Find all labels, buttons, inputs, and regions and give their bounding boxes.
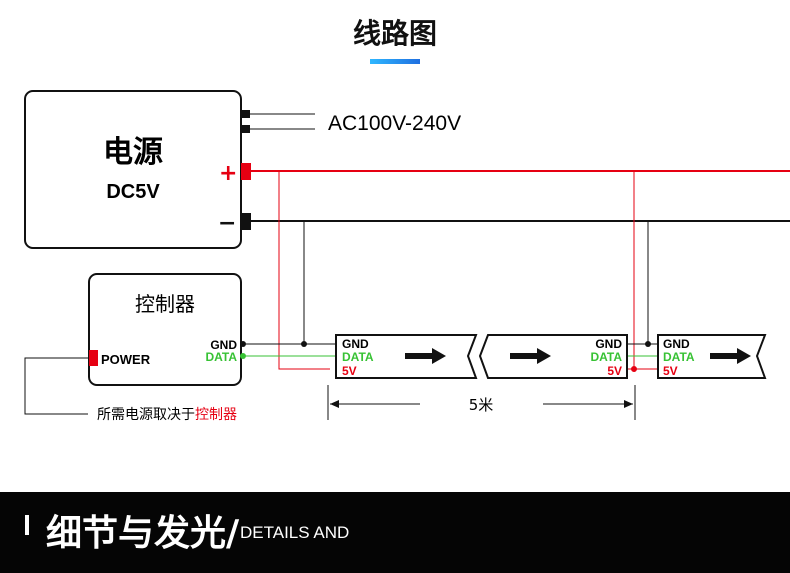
power-note: 所需电源取决于控制器 [97, 407, 237, 423]
controller-box [88, 273, 242, 386]
footer-title: 细节与发光/ [46, 513, 240, 554]
strip3-gnd-label: GND [663, 337, 690, 351]
power-supply-voltage: DC5V [106, 181, 160, 203]
minus-sign: − [218, 211, 236, 236]
controller-power-wire [24, 357, 89, 415]
plus-sign: + [219, 161, 237, 186]
minus-terminal [241, 213, 251, 230]
ac-terminal-2 [241, 125, 250, 133]
footer-banner: 细节与发光/ DETAILS AND [0, 492, 790, 573]
strip1-gnd-label: GND [342, 337, 369, 351]
controller-data-label: DATA [205, 350, 237, 364]
controller-gnd-label: GND [210, 338, 237, 352]
strip2-arrow-icon [510, 348, 551, 364]
page-title: 线路图 [352, 17, 437, 50]
strip1-data-label: DATA [342, 350, 374, 364]
strip1-arrow-icon [405, 348, 446, 364]
strip2-5v-label: 5V [607, 364, 622, 378]
dimension-arrow-left-icon [330, 400, 339, 408]
power-supply-label: 电源 [103, 135, 163, 170]
strip3-data-label: DATA [663, 350, 695, 364]
title-underline [370, 59, 420, 64]
strip-segment-2 [478, 334, 628, 379]
controller-label: 控制器 [135, 292, 195, 316]
strip3-arrow-icon [710, 348, 751, 364]
wiring-diagram: 电源 DC5V AC100V-240V + − 控制器 POWER GND DA… [24, 90, 790, 423]
power-note-text: 所需电源取决于 [97, 407, 195, 423]
dimension-arrow-right-icon [624, 400, 633, 408]
ac-terminal-1 [241, 110, 250, 118]
footer-marker [25, 515, 29, 535]
controller-gnd-dot [240, 341, 246, 347]
v5-wire-1 [278, 171, 330, 370]
strip3-5v-label: 5V [663, 364, 678, 378]
ac-input-label: AC100V-240V [328, 112, 461, 135]
controller-power-label: POWER [101, 352, 151, 367]
strip2-gnd-label: GND [595, 337, 622, 351]
gnd-junction-2 [645, 341, 651, 347]
gnd-junction-1 [301, 341, 307, 347]
controller-power-terminal [89, 350, 98, 366]
controller-data-dot [240, 353, 246, 359]
dimension-label: 5米 [469, 396, 494, 414]
strip1-5v-label: 5V [342, 364, 357, 378]
plus-terminal [241, 163, 251, 180]
power-note-highlight: 控制器 [195, 407, 237, 423]
footer-subtitle: DETAILS AND [240, 523, 350, 542]
strip2-data-label: DATA [590, 350, 622, 364]
v5-junction [631, 366, 637, 372]
